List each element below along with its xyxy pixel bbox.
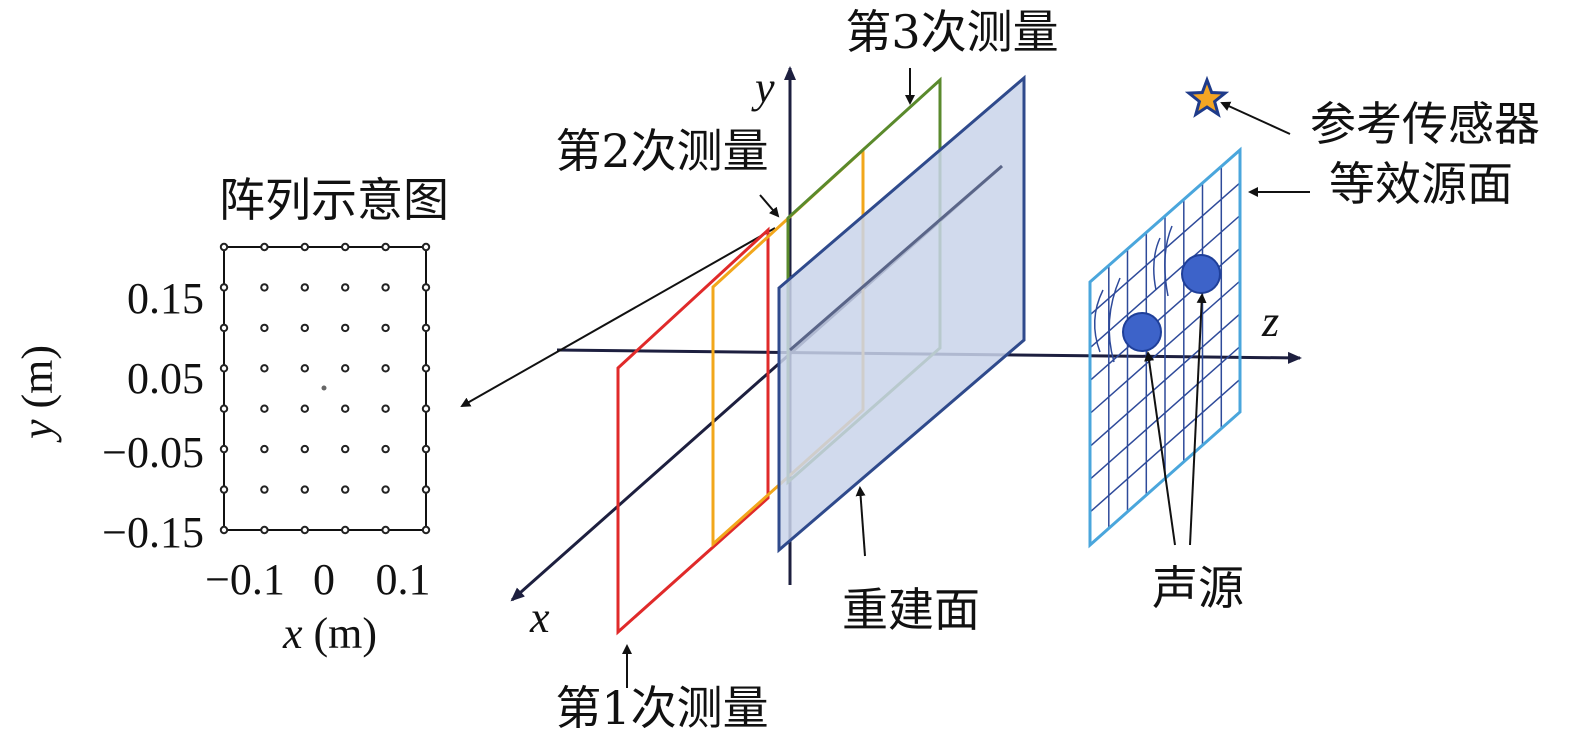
array-microphone-point (260, 404, 269, 413)
array-microphone-point (300, 323, 309, 333)
array-microphone-point (300, 525, 309, 535)
array-microphone-point (260, 444, 269, 454)
array-microphone-point (381, 323, 390, 333)
array-center-marker (321, 385, 327, 391)
array-microphone-point (381, 525, 390, 535)
reference-sensor-star-icon (1184, 75, 1230, 118)
array-microphone-point (421, 242, 431, 252)
reference-sensor-label: 参考传感器 (1310, 97, 1540, 151)
x-tick-label: −0.1 (205, 555, 285, 604)
equivalent-source-plane (1088, 146, 1242, 549)
reconstruction-plane (777, 74, 1026, 554)
z-axis-label: z (1261, 297, 1279, 346)
wave-arc (1164, 225, 1173, 297)
reconstruction-plane-label: 重建面 (842, 583, 980, 637)
source-grid-line (1089, 378, 1241, 513)
array-microphone-point (219, 404, 229, 413)
measurement-1-panel (616, 226, 770, 636)
array-y-axis-label: y (m) (13, 345, 62, 443)
measurement-2-arrow (759, 194, 780, 218)
array-microphone-point (300, 364, 309, 373)
array-microphone-point (300, 444, 309, 454)
source-grid-line (1089, 280, 1241, 415)
array-microphone-point (300, 283, 309, 292)
array-microphone-point (300, 485, 309, 494)
reference-sensor-arrow (1220, 101, 1291, 135)
array-frame (223, 246, 427, 531)
array-microphone-point (260, 364, 269, 373)
array-microphone-point (381, 485, 390, 494)
measurement-1-label: 第1次测量 (555, 681, 768, 735)
array-microphone-point (381, 404, 390, 413)
array-microphone-point (421, 404, 431, 413)
x-tick-label: 0.1 (376, 555, 431, 604)
y-tick-label: 0.05 (127, 354, 204, 403)
y-tick-label: −0.05 (102, 428, 204, 477)
array-microphone-point (219, 364, 229, 373)
equivalent-source-plane-frame (1088, 146, 1242, 549)
array-leader-line (460, 227, 776, 407)
wave-arc (1108, 277, 1121, 363)
array-microphone-point (381, 242, 390, 252)
array-microphone-point (219, 323, 229, 333)
microphone-array-points (219, 242, 431, 535)
array-microphone-point (381, 364, 390, 373)
array-microphone-point (219, 525, 229, 535)
source-grid-line (1089, 345, 1241, 480)
x-axis-behind-plane (789, 164, 1003, 352)
array-microphone-point (341, 444, 350, 454)
measurement-3-label: 第3次测量 (845, 5, 1058, 59)
sound-source-dot (1181, 254, 1221, 294)
array-microphone-point (341, 364, 350, 373)
array-microphone-point (341, 323, 350, 333)
y-tick-label: −0.15 (102, 508, 204, 557)
array-microphone-point (260, 283, 269, 292)
source-grid-line (1089, 313, 1241, 447)
y-axis-label: y (751, 63, 775, 112)
array-microphone-point (260, 525, 269, 535)
array-microphone-point (421, 444, 431, 454)
sound-source-label: 声源 (1152, 561, 1244, 615)
array-microphone-point (381, 444, 390, 454)
sound-source-arrow (1189, 293, 1207, 546)
array-microphone-point (381, 283, 390, 292)
array-x-ticks: −0.1 0 0.1 (205, 555, 430, 604)
array-microphone-point (421, 525, 431, 535)
array-microphone-point (300, 404, 309, 413)
array-microphone-point (341, 283, 350, 292)
wave-arc (1093, 289, 1104, 353)
array-microphone-point (341, 485, 350, 494)
array-microphone-point (341, 242, 350, 252)
sound-source-dot (1122, 312, 1162, 352)
array-microphone-point (219, 485, 229, 494)
array-microphone-point (260, 485, 269, 494)
array-microphone-point (260, 242, 269, 252)
array-microphone-point (219, 444, 229, 454)
equivalent-source-plane-label: 等效源面 (1329, 157, 1513, 211)
x-tick-label: 0 (313, 555, 335, 604)
y-tick-label: 0.15 (127, 274, 204, 323)
array-y-ticks: 0.15 0.05 −0.05 −0.15 (102, 274, 204, 557)
array-x-axis-label: x (m) (282, 609, 377, 658)
annotation-arrows (622, 68, 1310, 688)
array-microphone-point (421, 323, 431, 333)
array-microphone-point (300, 242, 309, 252)
array-microphone-point (260, 323, 269, 333)
reconstruction-plane-arrow (855, 486, 866, 557)
sound-source-arrow (1144, 351, 1176, 546)
array-plot: 阵列示意图 0.15 0.05 −0.05 −0.15 −0.1 0 0.1 x… (13, 173, 449, 658)
measurement-2-label: 第2次测量 (555, 124, 768, 178)
array-microphone-point (341, 525, 350, 535)
array-microphone-point (421, 364, 431, 373)
array-microphone-point (219, 283, 229, 292)
array-microphone-point (421, 485, 431, 494)
array-microphone-point (421, 283, 431, 292)
x-axis-label: x (529, 593, 550, 642)
array-microphone-point (341, 404, 350, 413)
wave-arc (1153, 237, 1161, 291)
array-title: 阵列示意图 (219, 173, 449, 227)
array-microphone-point (219, 242, 229, 252)
